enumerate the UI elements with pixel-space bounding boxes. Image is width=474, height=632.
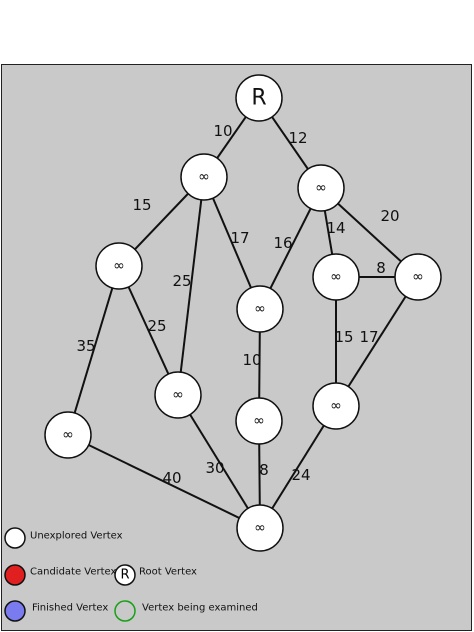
legend-root-swatch — [114, 564, 136, 586]
vertex-label: ∞ — [253, 413, 265, 429]
vertex-g[interactable]: ∞ — [154, 371, 202, 419]
vertex-f[interactable]: ∞ — [394, 253, 442, 301]
legend-finished: Finished Vertex — [4, 600, 108, 622]
vertex-label: ∞ — [62, 427, 74, 443]
edge-weight-d-h: 10 — [242, 351, 261, 369]
legend-root-symbol: R — [120, 568, 129, 583]
edge-weight-i-k: 24 — [291, 466, 310, 484]
edge-weight-a-c: 15 — [132, 196, 151, 214]
vertex-label: ∞ — [330, 269, 342, 285]
legend-root-label: Root Vertex — [139, 567, 197, 578]
vertex-circle[interactable] — [44, 411, 92, 459]
edge-weight-b-e: 14 — [326, 219, 345, 237]
legend-finished-label: Finished Vertex — [32, 603, 108, 614]
vertex-label: ∞ — [254, 520, 266, 536]
vertex-circle[interactable] — [235, 397, 283, 445]
vertex-h[interactable]: ∞ — [235, 397, 283, 445]
legend-candidate: Candidate Vertex — [4, 564, 117, 586]
legend-unexplored-swatch — [4, 527, 26, 549]
edge-weight-h-k: 8 — [259, 461, 269, 479]
vertex-label: R — [251, 86, 266, 111]
vertex-label: ∞ — [198, 169, 210, 185]
edge-weight-b-f: 20 — [380, 207, 399, 225]
vertex-label: ∞ — [172, 387, 184, 403]
edge-i-k — [259, 405, 337, 529]
vertex-a[interactable]: ∞ — [180, 153, 228, 201]
legend: Unexplored Vertex Candidate Vertex R Roo… — [4, 527, 258, 622]
vertex-k[interactable]: ∞ — [236, 504, 284, 552]
vertex-label: ∞ — [254, 301, 266, 317]
edge-weight-b-d: 16 — [273, 234, 292, 252]
nodes-layer: R ∞ ∞ ∞ ∞ ∞ ∞ ∞ ∞ ∞ ∞ ∞ — [44, 74, 442, 552]
legend-candidate-swatch — [4, 564, 26, 586]
edge-weight-e-i: 15 — [334, 328, 353, 346]
edge-weight-j-k: 40 — [162, 469, 181, 487]
edge-weights-layer: 10 12 15 17 25 16 14 20 8 35 25 10 15 17 40 30 8 24 — [76, 122, 399, 487]
vertex-circle[interactable] — [312, 253, 360, 301]
vertex-c[interactable]: ∞ — [95, 242, 143, 290]
vertex-circle[interactable] — [297, 164, 345, 212]
edge-weight-a-g: 25 — [172, 272, 191, 290]
legend-candidate-label: Candidate Vertex — [30, 567, 117, 578]
vertex-circle[interactable] — [236, 285, 284, 333]
edge-a-g — [177, 176, 205, 396]
legend-unexplored-label: Unexplored Vertex — [30, 531, 123, 542]
vertex-circle[interactable] — [312, 382, 360, 430]
edge-weight-f-i: 17 — [359, 328, 378, 346]
legend-finished-swatch — [4, 600, 26, 622]
vertex-circle[interactable] — [236, 504, 284, 552]
edge-weight-c-g: 25 — [147, 317, 166, 335]
graph-panel — [1, 64, 472, 631]
edge-weight-R-b: 12 — [288, 129, 307, 147]
edge-c-j — [67, 265, 120, 436]
vertex-label: ∞ — [330, 398, 342, 414]
vertex-label: ∞ — [412, 269, 424, 285]
edge-g-k — [177, 394, 261, 529]
edge-weight-R-a: 10 — [213, 122, 232, 140]
legend-examined-label: Vertex being examined — [142, 603, 258, 614]
vertex-d[interactable]: ∞ — [236, 285, 284, 333]
vertex-circle[interactable] — [95, 242, 143, 290]
edge-weight-g-k: 30 — [205, 459, 224, 477]
edge-weight-c-j: 35 — [76, 337, 95, 355]
vertex-label: ∞ — [315, 180, 327, 196]
edge-weight-e-f: 8 — [376, 259, 386, 277]
vertex-circle[interactable] — [180, 153, 228, 201]
vertex-circle[interactable] — [154, 371, 202, 419]
vertex-i[interactable]: ∞ — [312, 382, 360, 430]
legend-unexplored: Unexplored Vertex — [4, 527, 123, 549]
edge-f-i — [335, 276, 419, 407]
vertex-j[interactable]: ∞ — [44, 411, 92, 459]
edge-a-d — [203, 176, 261, 310]
edge-j-k — [67, 434, 261, 529]
legend-root: R Root Vertex — [114, 564, 197, 586]
vertex-circle[interactable] — [235, 74, 283, 122]
legend-examined-swatch — [114, 600, 136, 622]
edge-weight-a-d: 17 — [230, 229, 249, 247]
vertex-e[interactable]: ∞ — [312, 253, 360, 301]
root-vertex[interactable]: R — [235, 74, 283, 122]
vertex-circle[interactable] — [394, 253, 442, 301]
vertex-label: ∞ — [113, 258, 125, 274]
vertex-b[interactable]: ∞ — [297, 164, 345, 212]
legend-examined: Vertex being examined — [114, 600, 258, 622]
